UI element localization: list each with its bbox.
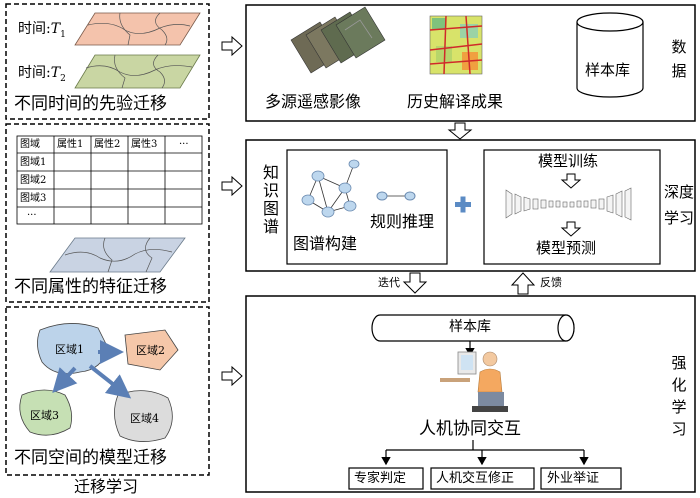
knowledge-graph-box [286, 149, 448, 265]
table-row-label: 图域3 [20, 193, 47, 204]
cnn-network-icon [505, 187, 632, 221]
plus-icon [455, 196, 471, 213]
time2-map [74, 54, 201, 89]
region-arrows [52, 340, 132, 399]
time1-label: 时间:T1 [18, 21, 66, 40]
region3-label: 区域3 [30, 409, 59, 422]
region1-label: 区域1 [55, 343, 84, 356]
transfer-arrows [221, 35, 243, 387]
region1-shape [37, 323, 109, 375]
knowledge-graph-title: 知 识 图 谱 [262, 163, 279, 236]
region2-shape [124, 329, 179, 371]
reinforcement-box [245, 295, 696, 493]
hmi-correction-box [430, 467, 535, 490]
history-result-label: 历史解译成果 [407, 92, 504, 111]
network-to-predict-arrow [560, 221, 582, 237]
table-header-cell: 图域 [20, 139, 40, 150]
region4-shape [114, 390, 173, 442]
rl-section-label: 强 化 学 习 [671, 354, 687, 438]
space-transfer-box [5, 306, 210, 476]
feature-map [49, 237, 186, 273]
sample-db-cylinder [576, 12, 644, 98]
caption-feature-transfer: 不同属性的特征迁移 [14, 277, 167, 297]
table-header-cell: 属性1 [57, 139, 84, 150]
attribute-table [16, 135, 203, 225]
expert-label: 专家判定 [354, 471, 407, 486]
rule-reasoning-label: 规则推理 [370, 212, 435, 231]
model-prediction-label: 模型预测 [536, 239, 597, 257]
feedback-label: 反馈 [540, 276, 562, 289]
remote-sensing-label: 多源遥感影像 [265, 92, 362, 111]
remote-sensing-images [290, 6, 386, 74]
table-header-cell: 属性2 [94, 139, 121, 150]
caption-time-transfer: 不同时间的先验迁移 [14, 94, 167, 114]
data-db-label: 样本库 [585, 61, 631, 79]
hmi-label: 人机协同交互 [419, 419, 521, 439]
hmi-correction-label: 人机交互修正 [436, 471, 515, 486]
time2-label: 时间:T2 [18, 65, 66, 84]
transfer-learning-title: 迁移学习 [74, 477, 139, 496]
hmi-tree-lines [381, 440, 589, 466]
time-transfer-box [5, 3, 210, 120]
rl-db-label: 样本库 [449, 319, 491, 335]
table-header-cell: 属性3 [131, 139, 158, 150]
region4-label: 区域4 [130, 412, 159, 425]
feature-transfer-box [5, 123, 210, 303]
historical-map [429, 15, 483, 75]
iterate-arrow [402, 272, 428, 294]
rule-nodes [376, 191, 416, 201]
train-to-network-arrow [560, 173, 582, 189]
deep-section-label: 深度学习 [664, 183, 695, 227]
table-row-label: ··· [27, 210, 37, 221]
caption-space-transfer: 不同空间的模型迁移 [14, 448, 167, 468]
field-evidence-box [540, 467, 622, 490]
rl-sample-db [371, 314, 575, 342]
person-computer-icon [440, 351, 508, 412]
graph-build-label: 图谱构建 [293, 234, 358, 253]
deep-learning-box [245, 139, 696, 272]
table-row-label: 图域2 [20, 175, 47, 186]
data-box [245, 4, 696, 122]
model-box [483, 149, 661, 265]
time1-map [74, 12, 201, 46]
iterate-label: 迭代 [378, 276, 400, 289]
table-row-label: 图域1 [20, 157, 47, 168]
data-section-label: 数据 [671, 38, 687, 80]
data-to-deep-arrow [447, 122, 473, 140]
region2-label: 区域2 [136, 344, 165, 357]
graph-network [301, 159, 360, 218]
feedback-arrow [510, 272, 536, 295]
field-evidence-label: 外业举证 [547, 471, 600, 486]
model-training-label: 模型训练 [538, 152, 599, 170]
expert-box [348, 467, 424, 490]
table-header-cell: ··· [179, 139, 189, 150]
